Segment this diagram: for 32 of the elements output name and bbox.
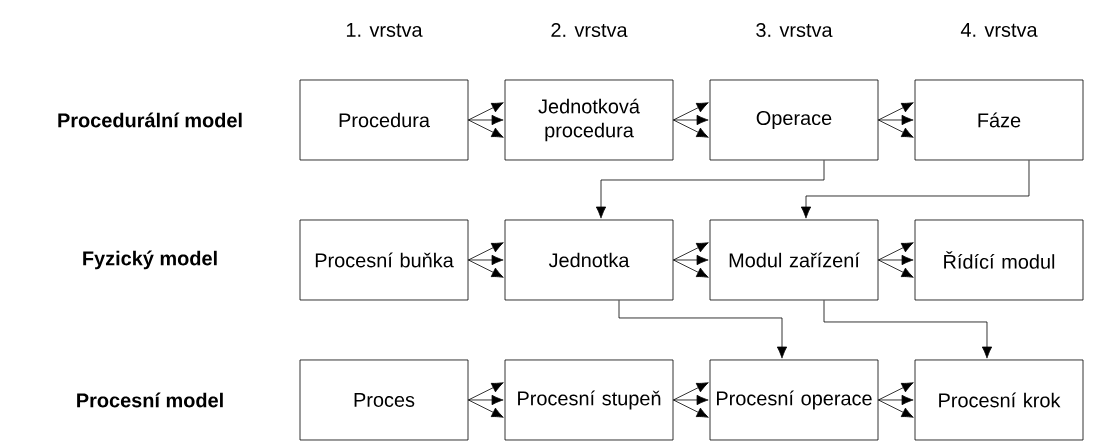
process-box: Procesní buňka xyxy=(299,219,469,301)
arrow xyxy=(468,382,504,418)
arrow xyxy=(878,382,914,418)
process-box: Jednotka xyxy=(504,219,674,301)
process-box: Proces xyxy=(299,359,469,441)
arrow xyxy=(823,300,993,359)
column-heading: 4. vrstva xyxy=(960,23,1038,37)
column-heading: 3. vrstva xyxy=(756,22,833,38)
arrow xyxy=(468,102,504,138)
arrow xyxy=(800,160,1030,219)
arrow xyxy=(595,160,825,219)
arrow xyxy=(618,300,788,359)
process-box: Jednotková procedura xyxy=(504,79,674,161)
process-box: Operace xyxy=(709,79,879,161)
row-label: Fyzický model xyxy=(83,250,217,270)
column-heading: 2. vrstva xyxy=(551,22,628,38)
process-box: Řídící modul xyxy=(914,219,1084,301)
process-box: Procesní operace xyxy=(709,359,879,441)
process-box: Procesní krok xyxy=(914,359,1084,441)
arrow xyxy=(878,102,914,138)
process-box: Fáze xyxy=(914,79,1084,161)
arrow xyxy=(468,242,504,278)
arrow xyxy=(673,102,709,138)
arrow xyxy=(673,382,709,418)
arrow xyxy=(673,242,709,278)
process-box: Procesní stupeň xyxy=(504,359,674,441)
column-heading: 1. vrstva xyxy=(346,23,423,37)
row-label: Procedurální model xyxy=(58,112,242,128)
arrow xyxy=(878,242,914,278)
process-box: Procedura xyxy=(299,79,469,161)
row-label: Procesní model xyxy=(77,392,223,408)
process-box: Modul zařízení xyxy=(709,219,879,301)
